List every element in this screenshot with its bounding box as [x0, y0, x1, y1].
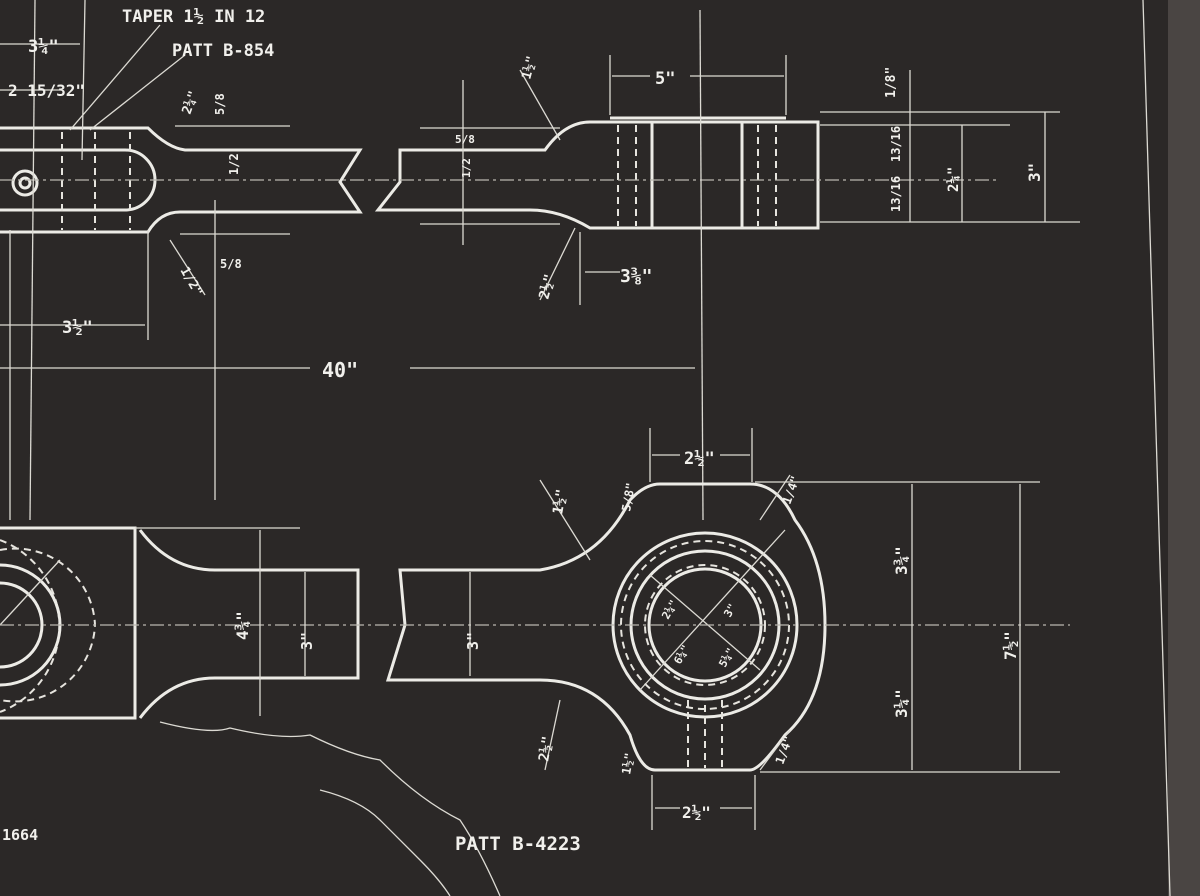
- dim-bore-d: 5¼": [716, 646, 737, 670]
- sheet-edge: [1168, 0, 1200, 896]
- dim-bore-b: 3": [721, 602, 739, 620]
- dim-2-15-32: 2 15/32": [8, 81, 85, 100]
- dim-5-8-c: 5/8: [455, 133, 475, 146]
- border-line: [1142, 0, 1171, 896]
- dim-1-2-b: 1/2: [460, 158, 473, 178]
- taper-note: TAPER 1½ IN 12: [122, 7, 265, 27]
- dim-1-1-2-upper: 1½": [519, 54, 540, 81]
- dim-4-3-4: 4¾": [233, 611, 252, 640]
- dim-2-1-2-upper: 2½": [536, 272, 558, 301]
- dim-1-8: 1/8": [884, 67, 899, 98]
- dim-bore-c: 6¼": [671, 643, 692, 667]
- dim-13-16-a: 13/16: [889, 126, 903, 162]
- dim-1-4-bottom: 1/4": [773, 734, 796, 766]
- dim-3: 3": [1025, 163, 1044, 182]
- upper-rod-view: [0, 116, 1000, 234]
- dim-1-1-2-fillet: 1½": [550, 488, 570, 516]
- upper-dimension-lines: [0, 0, 1080, 521]
- dim-7-1-2: 7½": [1001, 631, 1020, 660]
- dim-2-1-4-upper: 2¼": [180, 89, 202, 116]
- dim-2-1-4: 2¼": [946, 167, 962, 192]
- dim-3-3-8: 3⅜": [620, 266, 653, 287]
- patt-lower-note: PATT B-4223: [455, 833, 581, 855]
- dim-1-4-fillet: 1/4": [780, 474, 803, 506]
- dim-3-mid: 3": [464, 632, 482, 650]
- dim-3-1-2: 3½": [62, 318, 93, 338]
- dim-5: 5": [655, 69, 675, 89]
- dim-2-1-2-fillet: 2½": [536, 735, 556, 763]
- dim-5-8-b: 5/8: [220, 257, 242, 271]
- dim-13-16-b: 13/16: [889, 176, 903, 212]
- drawing-number: 1664: [2, 826, 38, 844]
- dim-5-8-a: 5/8: [213, 93, 227, 115]
- dim-1-2-a: 1/2: [227, 153, 241, 175]
- dim-40: 40": [322, 358, 358, 382]
- patt-upper-note: PATT B-854: [172, 41, 274, 61]
- dim-2-1-2-top-lower: 2½": [684, 449, 715, 469]
- dim-3-left: 3": [298, 632, 316, 650]
- dim-5-8-fillet: 5/8": [619, 482, 638, 513]
- dim-3-3-4: 3¾": [892, 546, 911, 575]
- dim-3-1-4-top: 3¼": [28, 37, 59, 57]
- dim-1-2-small: 1/2": [177, 265, 206, 300]
- dim-bore-a: 2¼": [659, 598, 680, 622]
- labels: TAPER 1½ IN 12 PATT B-854 3¼" 2 15/32" 2…: [2, 7, 1044, 855]
- dim-1-1-2-bottom: 1½": [619, 752, 637, 776]
- dim-3-1-4: 3¼": [892, 689, 911, 718]
- lower-dimension-lines: [135, 428, 1060, 896]
- dim-2-1-2-bottom: 2½": [682, 803, 711, 822]
- lower-rod-view: [0, 482, 1070, 772]
